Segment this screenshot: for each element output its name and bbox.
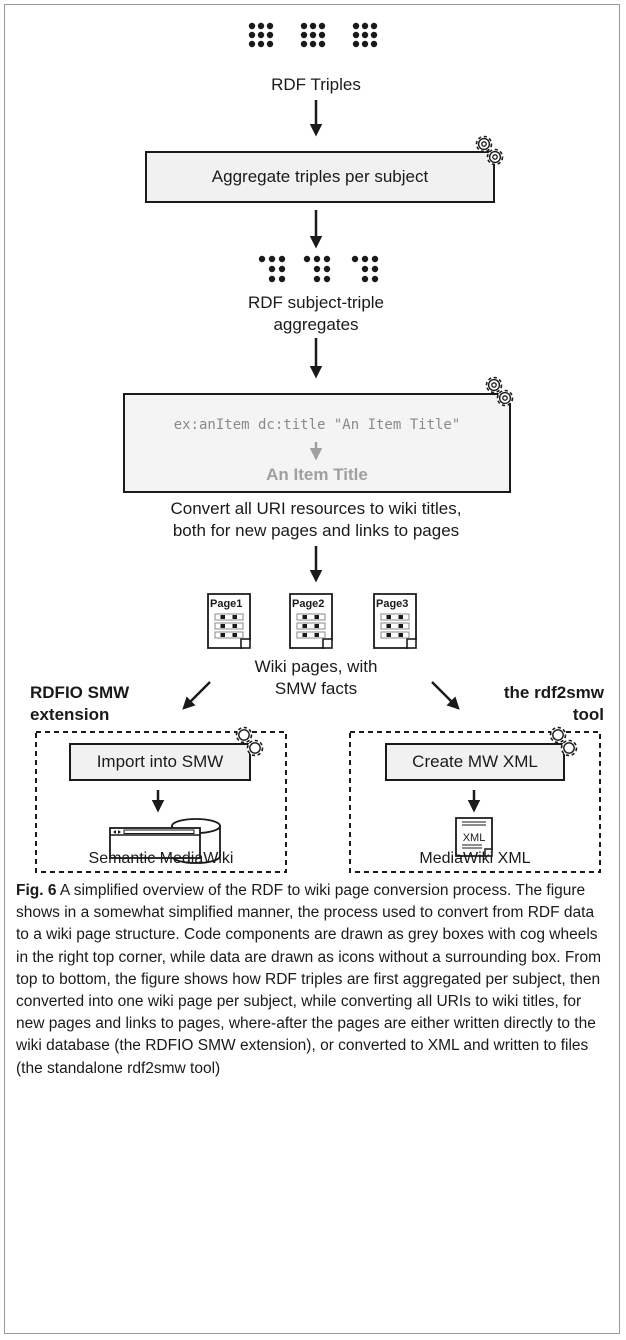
page-title-3: Page3 (376, 598, 409, 610)
convert-label-2: both for new pages and links to pages (172, 521, 460, 540)
figure-frame (4, 4, 620, 1334)
right-container (349, 731, 601, 873)
convert-label-1: Convert all URI resources to wiki titles… (170, 499, 462, 518)
xml-doc-label: XML (463, 832, 486, 844)
wiki-pages-label-1: Wiki pages, with (254, 657, 378, 676)
converted-title: An Item Title (266, 465, 368, 484)
output-icons: XML (35, 726, 601, 873)
page-title-2: Page2 (292, 598, 325, 610)
right-branch-title-1: the rdf2smw (503, 683, 604, 702)
xml-output-label: MediaWiki XML (419, 850, 531, 867)
arrow-right-branch (431, 681, 460, 710)
caption-text: A simplified overview of the RDF to wiki… (16, 882, 602, 1077)
import-box (69, 743, 251, 781)
left-branch-title-2: extension (30, 705, 110, 724)
rdf-aggregates-icon (258, 255, 379, 283)
left-branch-title-1: RDFIO SMW (30, 683, 130, 702)
smw-output-label: Semantic MediaWiki (88, 850, 234, 867)
aggregate-box (145, 151, 495, 203)
page-title-1: Page1 (210, 598, 243, 610)
right-branch-title-2: tool (572, 705, 604, 724)
caption-label: Fig. 6 (16, 882, 57, 899)
import-label: Import into SMW (96, 752, 224, 771)
create-xml-label: Create MW XML (412, 752, 538, 771)
code-example: ex:anItem dc:title "An Item Title" (173, 417, 461, 433)
wiki-pages-label-2: SMW facts (274, 679, 358, 698)
create-xml-box (385, 743, 565, 781)
arrow-left-branch (182, 681, 211, 710)
aggregates-label-2: aggregates (273, 315, 359, 334)
figure-caption: Fig. 6 A simplified overview of the RDF … (16, 880, 608, 1080)
aggregate-label: Aggregate triples per subject (211, 167, 429, 186)
rdf-triples-label: RDF Triples (271, 75, 361, 94)
left-container (35, 731, 287, 873)
xml-document-icon: XML (455, 817, 493, 857)
aggregates-label-1: RDF subject-triple (247, 293, 385, 312)
browser-window-icon (109, 827, 201, 859)
